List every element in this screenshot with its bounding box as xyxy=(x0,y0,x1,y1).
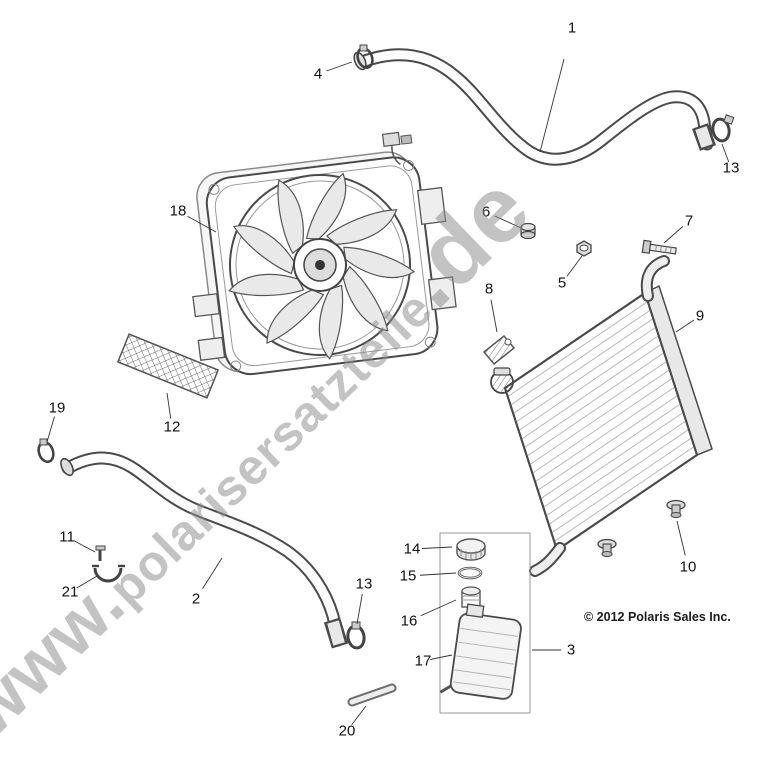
plug-10a xyxy=(666,499,686,518)
callout-15: 15 xyxy=(399,567,417,585)
callout-18: 18 xyxy=(169,202,187,220)
hose-clamp-19 xyxy=(37,438,55,464)
callout-3: 3 xyxy=(566,641,576,659)
fan-assembly xyxy=(192,131,457,376)
leader-line-11 xyxy=(73,540,96,553)
callout-13: 13 xyxy=(355,575,373,593)
leader-line-17 xyxy=(430,654,453,660)
leader-line-14 xyxy=(421,546,453,549)
filler-neck xyxy=(461,586,481,608)
leader-lines xyxy=(46,58,730,726)
leader-line-5 xyxy=(566,255,583,277)
hose-clamp-4 xyxy=(356,44,374,69)
leader-line-8 xyxy=(490,299,498,333)
upper-radiator-hose xyxy=(353,48,716,166)
callout-17: 17 xyxy=(414,652,432,670)
hose-clamp-13-lower xyxy=(346,621,366,650)
callout-7: 7 xyxy=(684,212,694,230)
callout-4: 4 xyxy=(313,65,323,83)
callout-1: 1 xyxy=(567,19,577,37)
callout-6: 6 xyxy=(481,203,491,221)
leader-line-1 xyxy=(539,58,565,153)
callout-13: 13 xyxy=(722,159,740,177)
cap-seal-ring xyxy=(457,566,483,580)
bottle-cap xyxy=(456,538,486,561)
callout-19: 19 xyxy=(48,399,66,417)
leader-line-13 xyxy=(356,593,363,625)
callout-9: 9 xyxy=(695,307,705,325)
mount-bracket xyxy=(482,334,516,366)
bolt-7 xyxy=(641,239,677,255)
callout-11: 11 xyxy=(59,528,75,546)
screw-11 xyxy=(95,545,106,561)
leader-line-4 xyxy=(326,61,353,72)
radiator xyxy=(490,255,713,577)
copyright-text: © 2012 Polaris Sales Inc. xyxy=(584,610,731,624)
lower-radiator-hose xyxy=(60,451,349,649)
bottle-assembly-box xyxy=(439,532,531,714)
leader-line-21 xyxy=(76,575,98,589)
leader-line-19 xyxy=(46,416,55,443)
hose-clamp-21 xyxy=(92,564,125,583)
leader-line-7 xyxy=(663,226,684,244)
leader-line-9 xyxy=(675,319,695,333)
leader-line-10 xyxy=(676,520,686,556)
leader-line-20 xyxy=(351,705,367,726)
seal-strip xyxy=(116,333,220,399)
callout-10: 10 xyxy=(679,558,697,576)
callout-20: 20 xyxy=(338,722,356,740)
fan-connector xyxy=(381,131,413,166)
leader-line-18 xyxy=(187,215,217,233)
leader-line-15 xyxy=(419,572,457,576)
nut-5 xyxy=(576,240,592,257)
callout-2: 2 xyxy=(191,590,201,608)
fan-blades xyxy=(228,172,416,360)
callout-21: 21 xyxy=(61,583,79,601)
overflow-hose xyxy=(347,683,397,707)
leader-line-6 xyxy=(494,215,522,229)
radiator-fins xyxy=(507,301,695,542)
coolant-bottle xyxy=(439,603,522,700)
callout-5: 5 xyxy=(557,274,567,292)
leader-line-13 xyxy=(721,143,730,163)
leader-line-12 xyxy=(166,392,172,419)
leader-line-2 xyxy=(202,557,223,589)
plug-10b xyxy=(597,538,617,557)
hose-clamp-13-upper xyxy=(711,114,735,143)
callout-12: 12 xyxy=(163,418,181,436)
leader-line-16 xyxy=(420,599,457,617)
flange-nut-6 xyxy=(520,222,536,240)
callout-14: 14 xyxy=(403,540,421,558)
callout-16: 16 xyxy=(400,612,418,630)
callout-8: 8 xyxy=(484,280,494,298)
